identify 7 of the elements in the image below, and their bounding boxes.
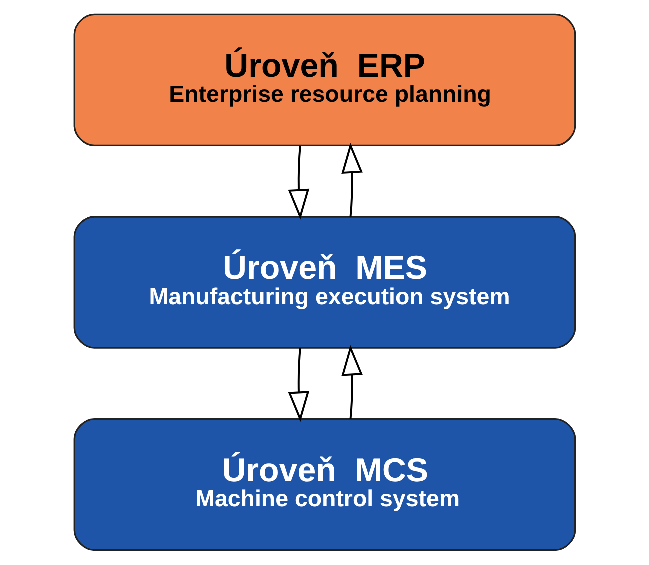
node-box: Úroveň MES Manufacturing execution system xyxy=(73,216,576,349)
arrow xyxy=(341,142,362,217)
arrow xyxy=(288,348,310,422)
node-box: Úroveň ERP Enterprise resource planning xyxy=(73,14,576,147)
arrow xyxy=(288,146,310,220)
node-box: Úroveň MCS Machine control system xyxy=(73,418,576,552)
arrow xyxy=(341,345,362,420)
